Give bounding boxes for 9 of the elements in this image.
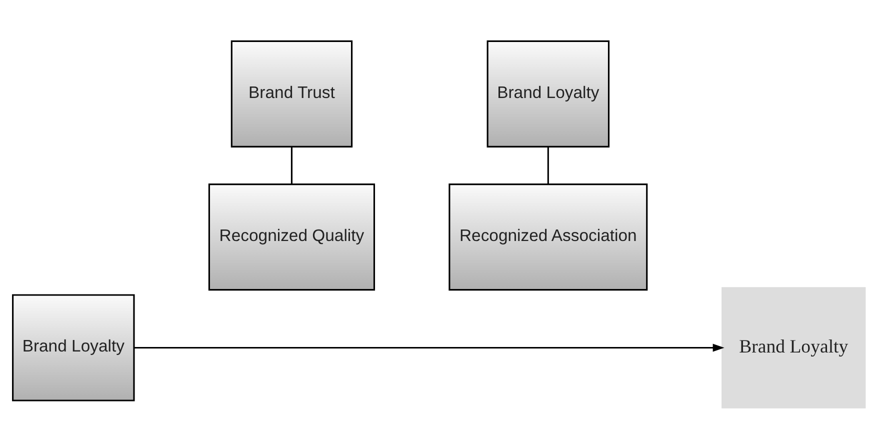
connector [547,146,549,184]
node-box: Brand Loyalty [12,294,135,401]
node-box: Recognized Quality [208,183,376,290]
node-box: Brand Trust [230,40,353,147]
arrow [134,343,724,352]
node-box: Brand Loyalty [486,40,610,147]
node-box: Brand Loyalty [722,286,866,408]
connector [290,146,292,184]
node-box: Recognized Association [448,183,648,290]
